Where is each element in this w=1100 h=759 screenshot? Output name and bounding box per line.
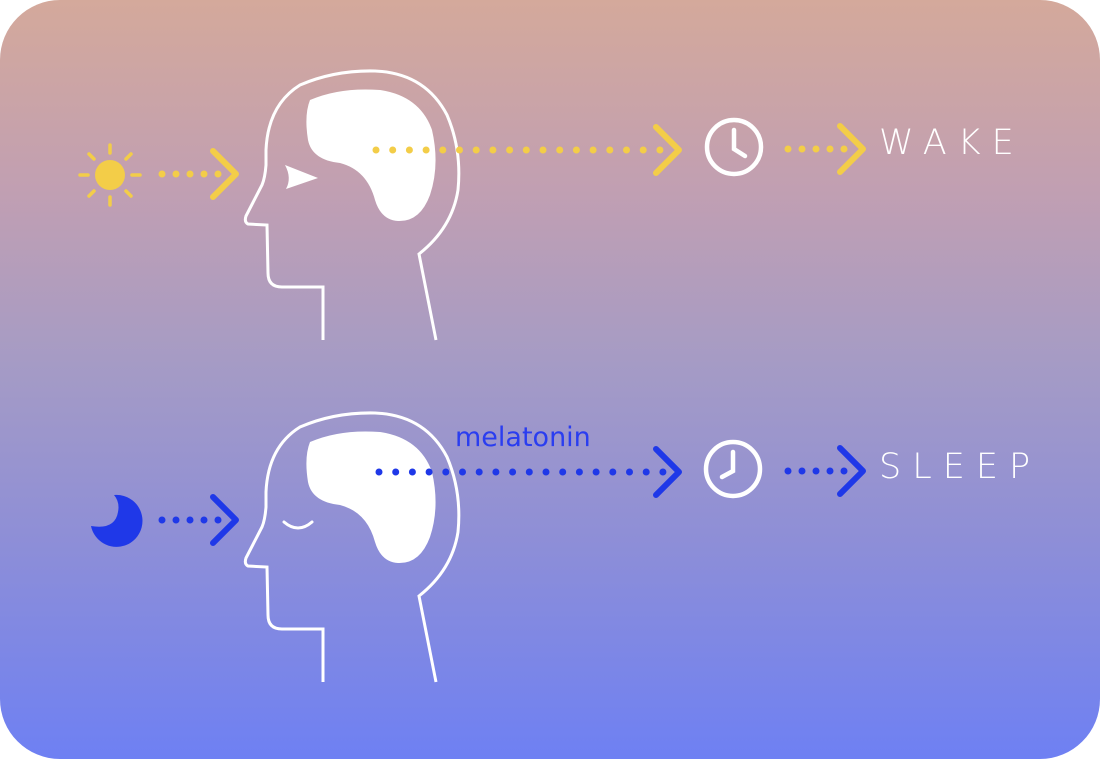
sun-icon <box>78 143 142 207</box>
head-outline-icon <box>243 411 461 683</box>
dotted-arrow-icon <box>784 123 866 175</box>
night-row <box>91 411 866 683</box>
melatonin-label: melatonin <box>455 422 591 453</box>
day-row <box>78 69 866 341</box>
dotted-arrow-icon <box>158 494 239 546</box>
clock-icon <box>703 439 763 499</box>
dotted-arrow-icon <box>784 445 866 497</box>
brain-icon <box>306 89 436 222</box>
brain-icon <box>306 431 436 564</box>
dotted-arrow-icon <box>375 446 682 498</box>
sleep-label: SLEEP <box>879 447 1042 487</box>
wake-label: WAKE <box>879 123 1025 163</box>
dotted-arrow-icon <box>158 148 239 200</box>
dotted-arrow-icon <box>372 124 682 176</box>
moon-icon <box>91 494 143 547</box>
clock-icon <box>704 117 764 177</box>
eye-closed-icon <box>282 520 314 530</box>
eye-open-icon <box>285 165 318 189</box>
head-outline-icon <box>243 69 461 341</box>
